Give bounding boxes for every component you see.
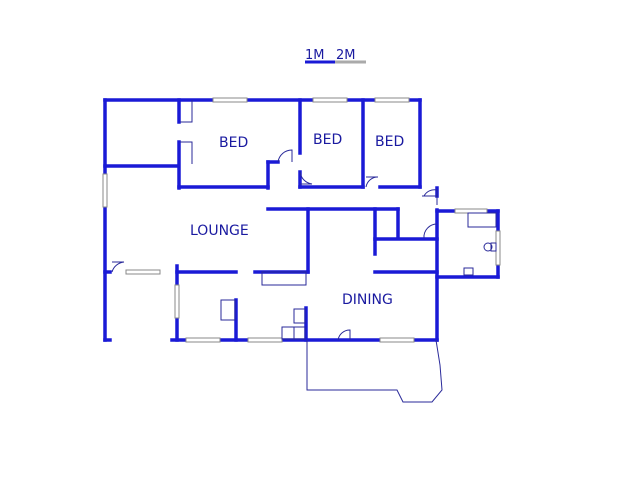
room-labels: BED BED BED LOUNGE DINING xyxy=(190,132,404,308)
stove xyxy=(293,308,306,324)
door-bed-3-swing xyxy=(365,176,379,188)
scale-bar: 1M 2M xyxy=(305,48,366,64)
window-kitchen-left xyxy=(174,284,180,319)
window-left xyxy=(102,173,108,208)
scale-label-2m: 2M xyxy=(336,48,356,63)
window-dining xyxy=(379,337,415,343)
patio-outline xyxy=(306,339,443,403)
window-bed-1 xyxy=(212,97,248,103)
toilet xyxy=(483,242,493,252)
basin xyxy=(463,267,474,276)
fridge xyxy=(293,326,306,340)
thin-details xyxy=(220,212,497,403)
door-bed-1-swing xyxy=(277,149,293,163)
door-bed-1-frame xyxy=(180,100,193,123)
door-dining xyxy=(337,329,351,341)
toilet-tank xyxy=(490,242,497,252)
room-label-dining: DINING xyxy=(342,292,393,308)
door-bed-1-b xyxy=(180,141,193,164)
window-bed-3 xyxy=(374,97,410,103)
door-lounge xyxy=(111,261,125,273)
window-bottom-2 xyxy=(247,337,283,343)
room-label-bed-1: BED xyxy=(219,135,248,151)
room-label-bed-3: BED xyxy=(375,134,404,150)
room-label-bed-2: BED xyxy=(313,132,342,148)
window-bath-top xyxy=(454,208,488,214)
window-lounge-bottom xyxy=(125,269,161,275)
scale-label-1m: 1M xyxy=(305,48,325,63)
door-bath-1 xyxy=(423,189,438,205)
window-bottom-1 xyxy=(185,337,221,343)
kitchen-sink xyxy=(220,299,236,321)
window-bed-2 xyxy=(312,97,348,103)
doors xyxy=(111,100,438,341)
bathtub xyxy=(467,212,497,228)
window-bath-right xyxy=(495,230,501,266)
door-bed-2-swing xyxy=(299,171,313,185)
walls xyxy=(103,98,500,342)
door-bath-2 xyxy=(423,223,438,239)
counter-kitchen xyxy=(281,326,295,340)
room-label-lounge: LOUNGE xyxy=(190,223,249,239)
windows xyxy=(102,97,501,343)
counter-lounge xyxy=(261,271,307,286)
